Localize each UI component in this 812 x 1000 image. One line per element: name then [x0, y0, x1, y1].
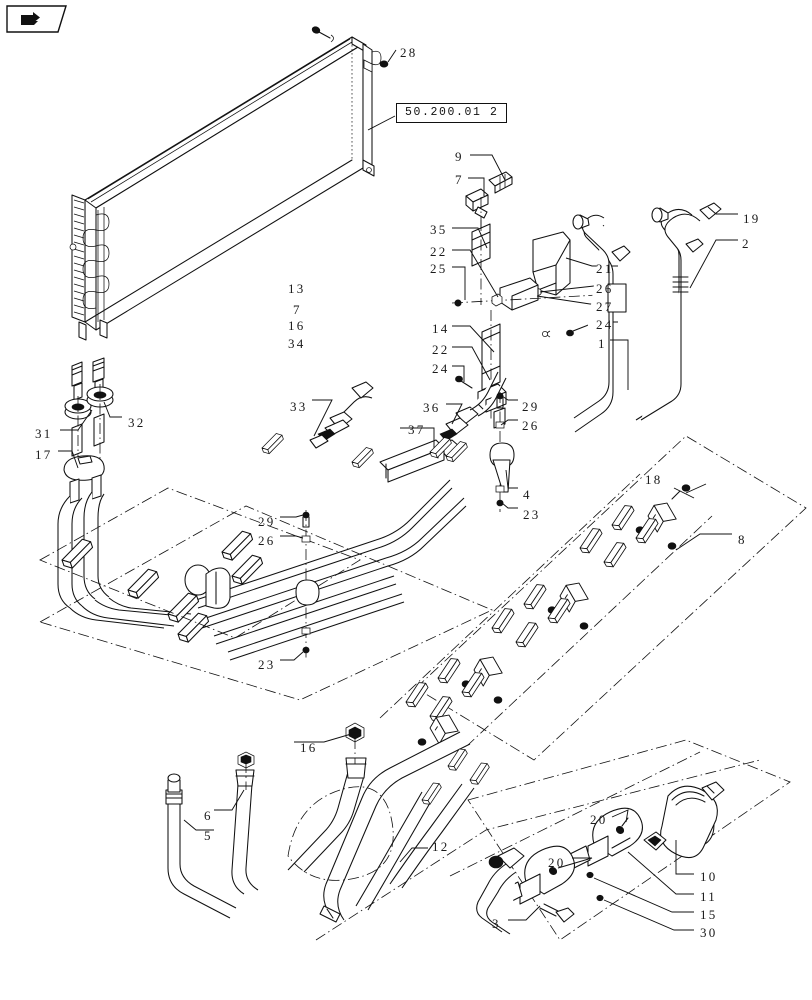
- clamp-bolt-column-left: [280, 510, 320, 661]
- clamp-bolt-column-right: [489, 392, 518, 512]
- callout-22-lower[interactable]: 22: [432, 342, 450, 357]
- callout-9[interactable]: 9: [455, 149, 464, 164]
- callout-7-lower[interactable]: 7: [293, 302, 302, 317]
- callout-30[interactable]: 30: [700, 925, 718, 940]
- callout-16-lower[interactable]: 16: [300, 740, 318, 755]
- receiver-drier-group: [449, 739, 791, 941]
- callout-27[interactable]: 27: [596, 299, 614, 314]
- hose-bundle-center: [38, 479, 493, 701]
- condenser-assembly: [69, 26, 397, 341]
- callout-24-upper[interactable]: 24: [596, 317, 614, 332]
- callout-37[interactable]: 37: [408, 422, 426, 437]
- callout-13[interactable]: 13: [288, 281, 306, 296]
- callout-6[interactable]: 6: [204, 808, 213, 823]
- callout-25[interactable]: 25: [430, 261, 448, 276]
- callout-34[interactable]: 34: [288, 336, 306, 351]
- callout-5[interactable]: 5: [204, 828, 213, 843]
- callout-12[interactable]: 12: [432, 839, 450, 854]
- callout-29-b[interactable]: 29: [258, 514, 276, 529]
- callout-36[interactable]: 36: [423, 400, 441, 415]
- callout-29-a[interactable]: 29: [522, 399, 540, 414]
- callout-14[interactable]: 14: [432, 321, 450, 336]
- drier-canister: [643, 781, 725, 859]
- callout-3[interactable]: 3: [492, 916, 501, 931]
- callout-26-b[interactable]: 26: [522, 418, 540, 433]
- callout-16-upper[interactable]: 16: [288, 318, 306, 333]
- callout-24-lower[interactable]: 24: [432, 361, 450, 376]
- left-fitting-stack: [58, 357, 122, 504]
- callout-26-c[interactable]: 26: [258, 533, 276, 548]
- callout-10[interactable]: 10: [700, 869, 718, 884]
- callout-22-upper[interactable]: 22: [430, 244, 448, 259]
- lower-left-hoses: [165, 722, 761, 941]
- clamp-insulator-bank: [379, 435, 807, 762]
- callout-33[interactable]: 33: [290, 399, 308, 414]
- condenser-fin-stack: [69, 194, 110, 341]
- callout-28[interactable]: 28: [400, 45, 418, 60]
- callout-11[interactable]: 11: [700, 889, 717, 904]
- callout-35[interactable]: 35: [430, 222, 448, 237]
- callout-2[interactable]: 2: [742, 236, 751, 251]
- callout-32[interactable]: 32: [128, 415, 146, 430]
- callout-23-b[interactable]: 23: [258, 657, 276, 672]
- callout-20-a[interactable]: 20: [590, 812, 608, 827]
- callout-4[interactable]: 4: [523, 487, 532, 502]
- callout-23-a[interactable]: 23: [523, 507, 541, 522]
- callout-26-a[interactable]: 26: [596, 281, 614, 296]
- callout-20-b[interactable]: 20: [548, 855, 566, 870]
- callout-21[interactable]: 21: [596, 261, 614, 276]
- condenser-bolt-right: [371, 49, 397, 68]
- fitting-group-9-7: [465, 154, 513, 230]
- condenser-bolt-left: [311, 26, 334, 43]
- discharge-suction-hoses: [572, 202, 738, 433]
- callout-17[interactable]: 17: [35, 447, 53, 462]
- middle-fittings: [258, 371, 507, 483]
- callout-19[interactable]: 19: [743, 211, 761, 226]
- callout-7-upper[interactable]: 7: [455, 172, 464, 187]
- callout-15[interactable]: 15: [700, 907, 718, 922]
- callout-31[interactable]: 31: [35, 426, 53, 441]
- manufacturer-logo-badge: [6, 5, 67, 33]
- callout-1[interactable]: 1: [598, 336, 607, 351]
- callout-8[interactable]: 8: [738, 532, 747, 547]
- arrow-hand-icon: [21, 12, 40, 25]
- callout-18[interactable]: 18: [645, 472, 663, 487]
- reference-box-condenser[interactable]: 50.200.01 2: [396, 103, 507, 123]
